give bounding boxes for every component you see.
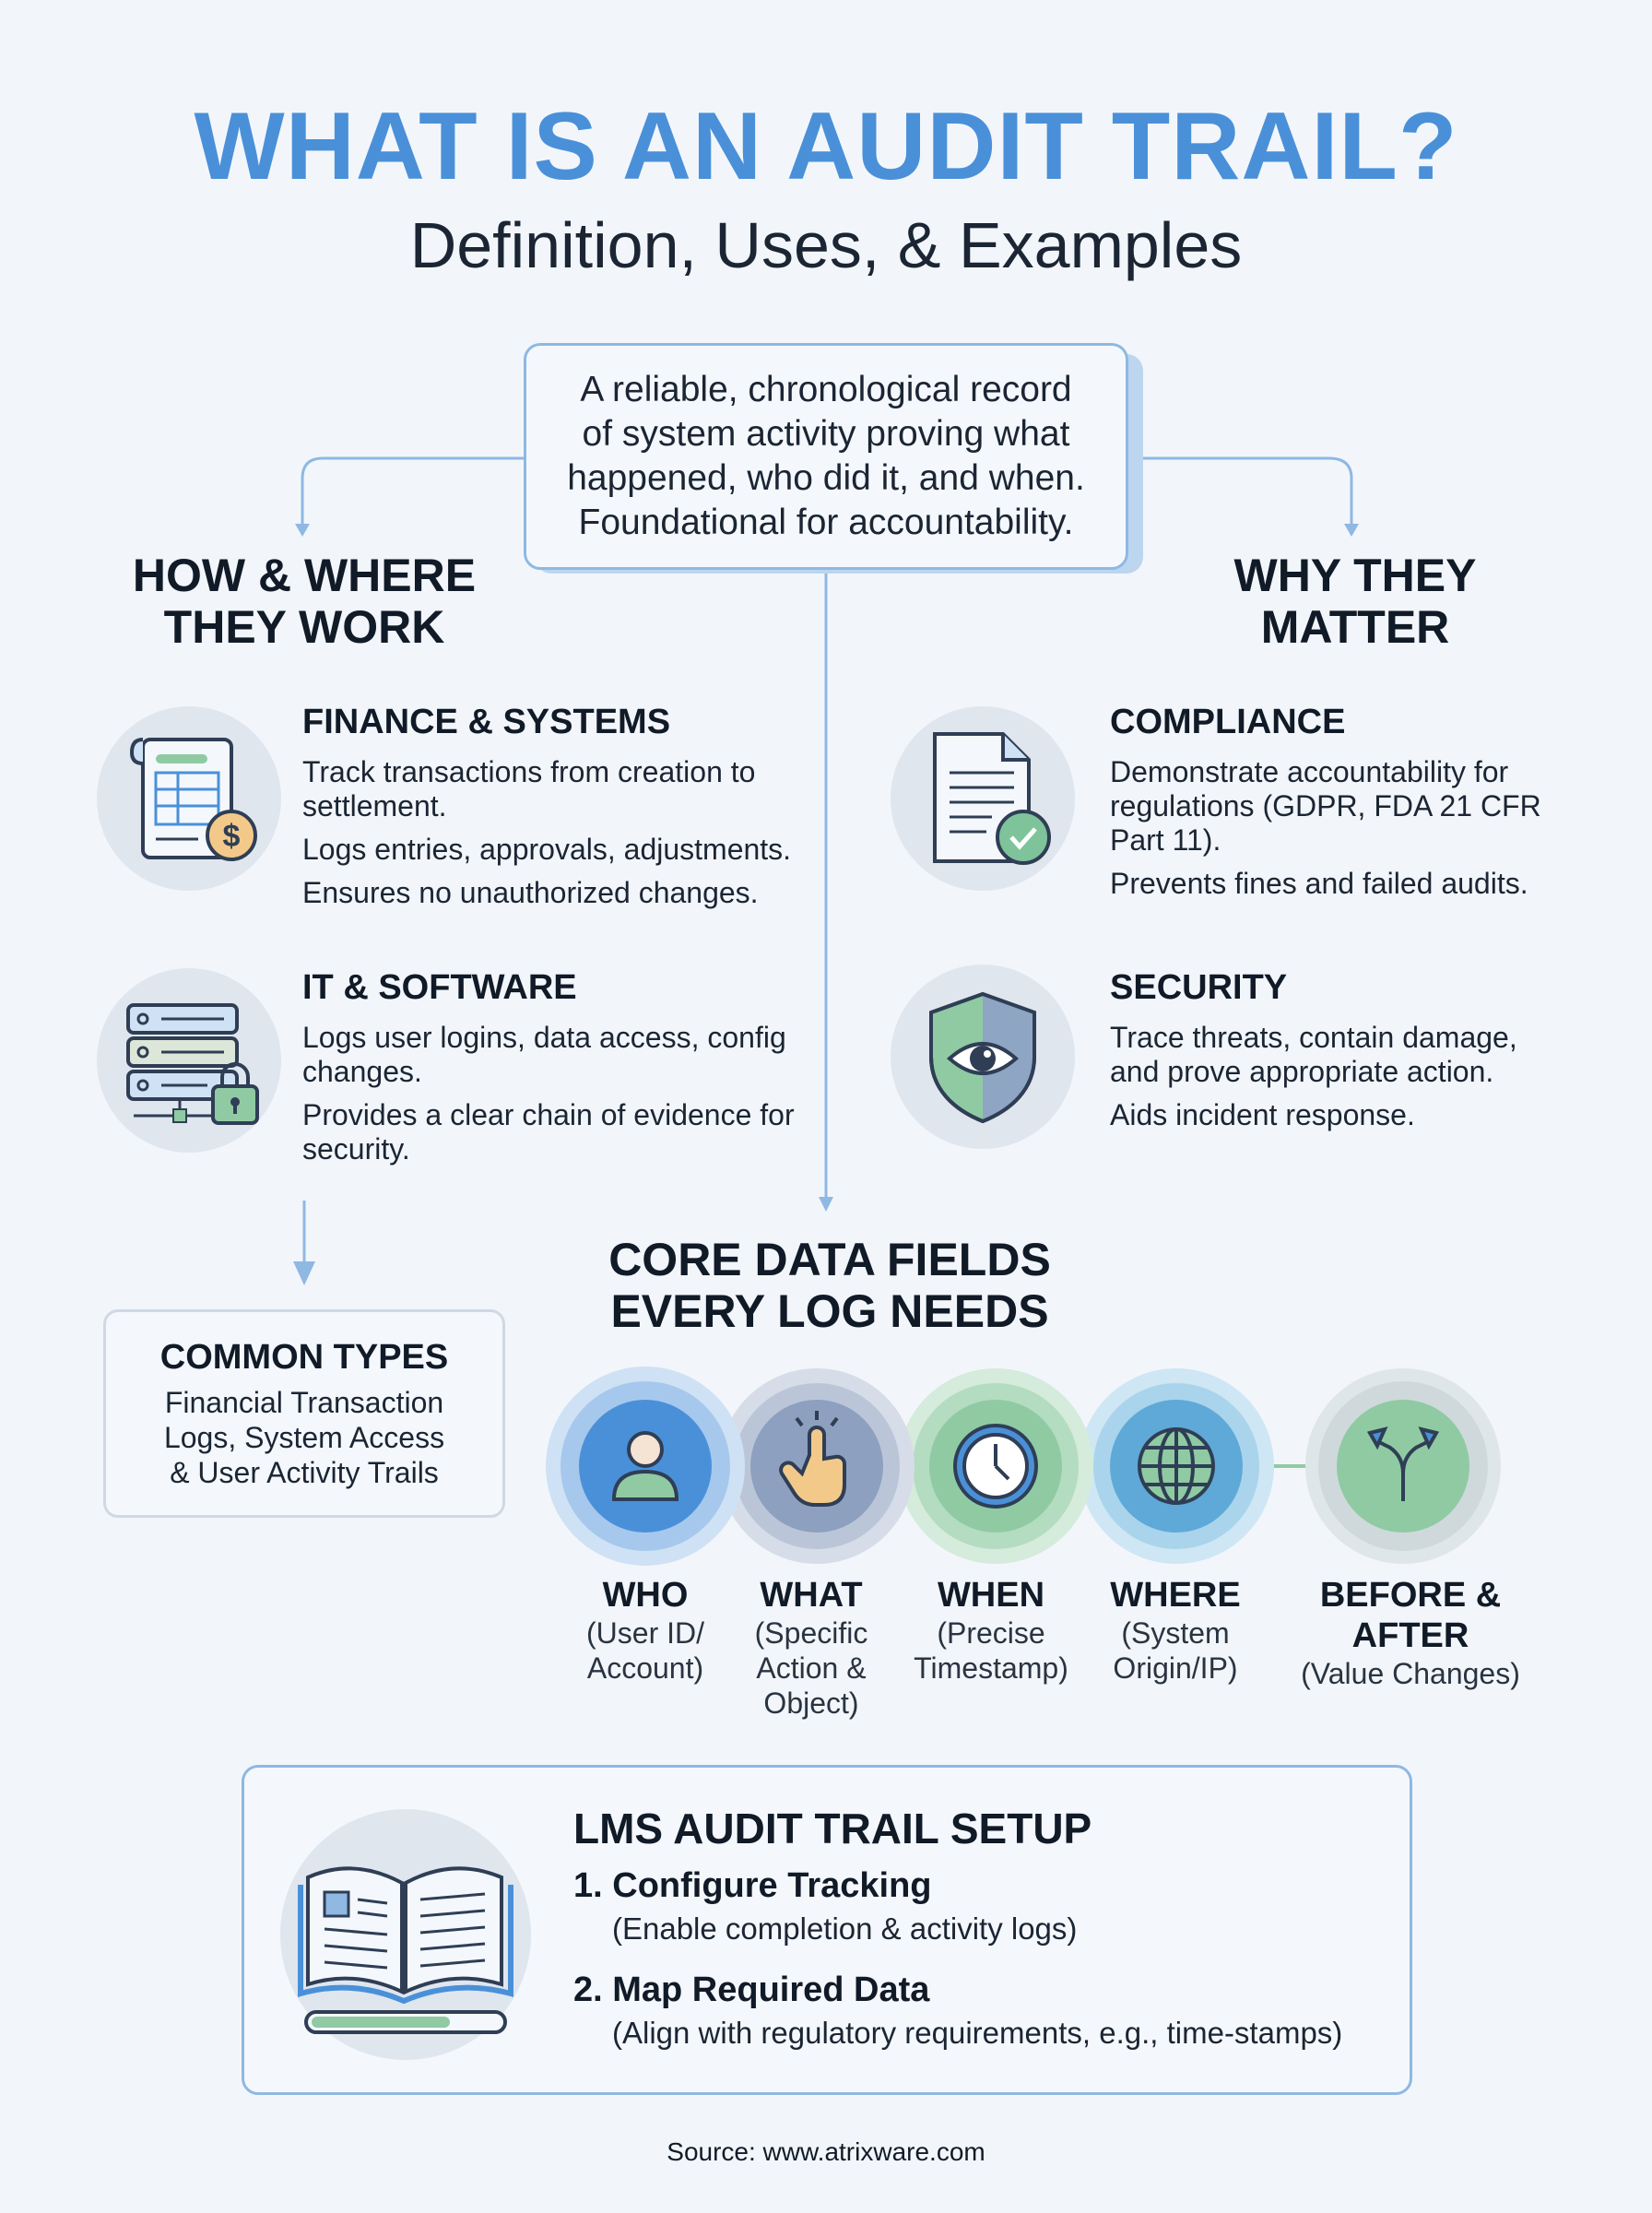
- it-title: IT & SOFTWARE: [302, 968, 577, 1007]
- before-after-circle: [1305, 1368, 1501, 1564]
- page-subtitle: Definition, Uses, & Examples: [409, 209, 1243, 281]
- lms-title: LMS AUDIT TRAIL SETUP: [573, 1805, 1092, 1852]
- what-circle: [719, 1368, 914, 1564]
- open-book-icon: [298, 1866, 513, 2034]
- common-types-line: & User Activity Trails: [170, 1456, 439, 1489]
- when-circle: [898, 1368, 1093, 1564]
- field-sub: Timestamp): [914, 1651, 1068, 1685]
- definition-line: Foundational for accountability.: [578, 503, 1074, 542]
- field-label: WHAT: [760, 1576, 863, 1615]
- field-who: WHO (User ID/ Account): [572, 1575, 719, 1686]
- compliance-text: Demonstrate accountability for regulatio…: [1110, 755, 1541, 857]
- security-icon-circle: [891, 964, 1075, 1149]
- common-types-line: Logs, System Access: [163, 1421, 445, 1454]
- finance-icon-circle: $: [97, 706, 281, 891]
- document-check-icon: [933, 732, 1051, 865]
- core-fields-heading: CORE DATA FIELDS EVERY LOG NEEDS: [553, 1234, 1106, 1337]
- heading-line: MATTER: [1260, 601, 1450, 653]
- field-sub: Account): [586, 1651, 704, 1685]
- how-where-heading: HOW & WHERE THEY WORK: [92, 550, 516, 653]
- lms-step-1: 1. Configure Tracking (Enable completion…: [573, 1866, 1403, 1947]
- field-sub: Object): [763, 1686, 859, 1720]
- why-matter-heading: WHY THEY MATTER: [1143, 550, 1567, 653]
- lms-step-2: 2. Map Required Data (Align with regulat…: [573, 1970, 1403, 2051]
- finance-text: Track transactions from creation to sett…: [302, 755, 756, 822]
- common-types-box: COMMON TYPES Financial Transaction Logs,…: [103, 1309, 505, 1518]
- heading-line: HOW & WHERE: [132, 550, 477, 601]
- server-lock-icon: [126, 1003, 259, 1125]
- who-circle: [546, 1367, 745, 1566]
- step-title: 1. Configure Tracking: [573, 1866, 932, 1905]
- field-label: BEFORE & AFTER: [1319, 1576, 1502, 1655]
- definition-line: A reliable, chronological record: [580, 370, 1072, 409]
- where-circle: [1079, 1368, 1274, 1564]
- clock-icon: [953, 1424, 1038, 1509]
- compliance-title: COMPLIANCE: [1110, 703, 1346, 741]
- definition-line: of system activity proving what: [582, 414, 1070, 454]
- step-desc: (Align with regulatory requirements, e.g…: [612, 2016, 1343, 2050]
- field-sub: (Specific: [754, 1616, 868, 1650]
- globe-icon: [1138, 1427, 1215, 1505]
- pointer-click-icon: [779, 1411, 846, 1507]
- compliance-icon-circle: [891, 706, 1075, 891]
- heading-line: WHY THEY: [1233, 550, 1477, 601]
- common-types-title: COMMON TYPES: [159, 1338, 449, 1377]
- security-text: Trace threats, contain damage, and prove…: [1110, 1021, 1517, 1088]
- field-where: WHERE (System Origin/IP): [1097, 1575, 1254, 1686]
- security-text: Aids incident response.: [1110, 1098, 1415, 1131]
- compliance-text: Prevents fines and failed audits.: [1110, 867, 1528, 900]
- finance-text: Logs entries, approvals, adjustments.: [302, 833, 792, 866]
- finance-text: Ensures no unauthorized changes.: [302, 876, 759, 909]
- definition-line: happened, who did it, and when.: [567, 458, 1085, 498]
- field-before-after: BEFORE & AFTER (Value Changes): [1263, 1575, 1558, 1691]
- heading-line: EVERY LOG NEEDS: [610, 1285, 1049, 1337]
- field-label: WHEN: [937, 1576, 1045, 1615]
- field-sub: Action &: [756, 1651, 867, 1685]
- field-sub: (Value Changes): [1301, 1657, 1520, 1690]
- lms-icon-circle: [280, 1809, 531, 2060]
- core-fields-circles: [546, 1367, 1501, 1566]
- step-title: 2. Map Required Data: [573, 1970, 930, 2009]
- source-credit: Source: www.atrixware.com: [667, 2137, 985, 2166]
- field-label: WHERE: [1110, 1576, 1241, 1615]
- finance-title: FINANCE & SYSTEMS: [302, 703, 671, 741]
- heading-line: THEY WORK: [163, 601, 445, 653]
- it-text: Logs user logins, data access, config ch…: [302, 1021, 786, 1088]
- security-title: SECURITY: [1110, 968, 1288, 1007]
- definition-box: A reliable, chronological record of syst…: [524, 343, 1128, 570]
- field-sub: (User ID/: [586, 1616, 704, 1650]
- field-sub: (Precise: [937, 1616, 1045, 1650]
- finance-document-icon: $: [129, 738, 257, 861]
- heading-line: CORE DATA FIELDS: [608, 1234, 1051, 1285]
- split-arrow-icon: [1366, 1426, 1440, 1501]
- it-text: Provides a clear chain of evidence for s…: [302, 1098, 795, 1166]
- field-sub: Origin/IP): [1113, 1651, 1238, 1685]
- shield-eye-icon: [929, 991, 1036, 1124]
- user-icon: [611, 1431, 679, 1501]
- field-label: WHO: [602, 1576, 689, 1615]
- svg-text:$: $: [223, 819, 241, 854]
- common-types-line: Financial Transaction: [164, 1386, 444, 1419]
- field-sub: (System: [1121, 1616, 1230, 1650]
- field-what: WHAT (Specific Action & Object): [738, 1575, 885, 1721]
- step-desc: (Enable completion & activity logs): [612, 1911, 1078, 1946]
- page-title: WHAT IS AN AUDIT TRAIL?: [194, 93, 1458, 200]
- it-icon-circle: [97, 968, 281, 1153]
- field-when: WHEN (Precise Timestamp): [903, 1575, 1079, 1686]
